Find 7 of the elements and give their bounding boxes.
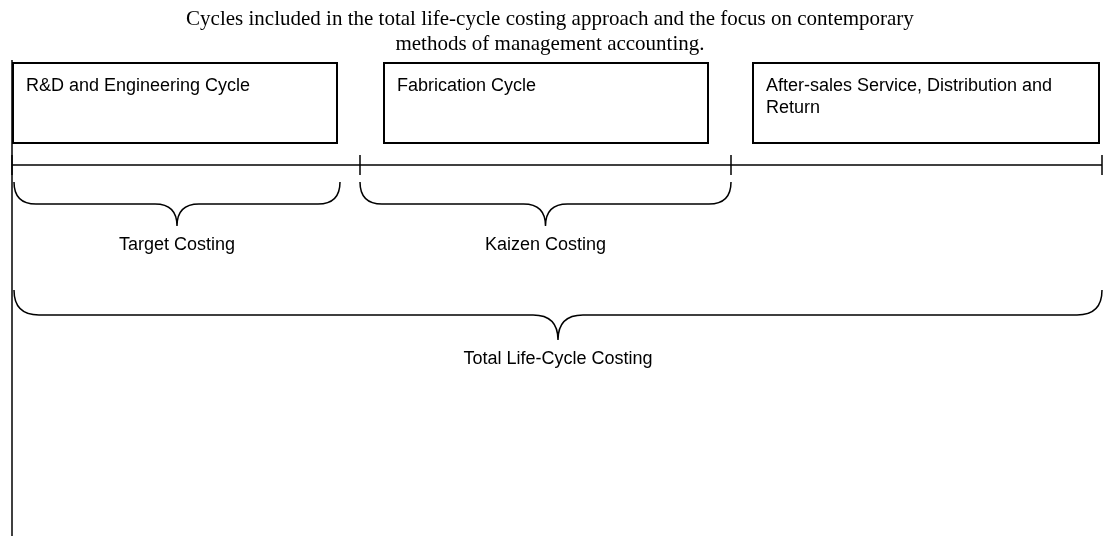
brace-label: Total Life-Cycle Costing bbox=[463, 348, 653, 369]
brace-label: Target Costing bbox=[118, 234, 236, 255]
cycle-box: After-sales Service, Distribution and Return bbox=[752, 62, 1100, 144]
diagram-title: Cycles included in the total life-cycle costing approach and the focus on contemporary methods of management accounting. bbox=[185, 6, 915, 56]
cycle-box: R&D and Engineering Cycle bbox=[12, 62, 338, 144]
brace-label: Kaizen Costing bbox=[484, 234, 607, 255]
cycle-box: Fabrication Cycle bbox=[383, 62, 709, 144]
